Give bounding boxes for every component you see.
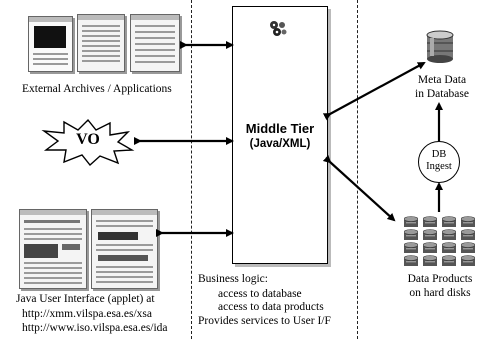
business-logic-heading: Business logic: xyxy=(198,273,268,285)
hard-disk-icon xyxy=(404,242,418,253)
hard-disk-icon xyxy=(423,216,437,227)
business-logic-data-products: access to data products xyxy=(218,301,324,313)
db-ingest-line1: DB xyxy=(431,149,447,160)
archive-screenshot-1 xyxy=(28,16,73,72)
business-logic-services: Provides services to User I/F xyxy=(198,315,331,327)
hard-disk-icon xyxy=(442,255,456,266)
external-archives-label: External Archives / Applications xyxy=(22,83,172,95)
java-ui-url-ida: http://www.iso.vilspa.esa.es/ida xyxy=(22,322,168,334)
data-products-label: Data Products on hard disks xyxy=(398,272,482,300)
hard-disk-icon xyxy=(423,255,437,266)
arrow-middle-disks xyxy=(322,155,396,222)
separator-left xyxy=(191,0,192,339)
java-ui-screenshot-1 xyxy=(19,209,87,289)
vo-label: VO xyxy=(76,131,100,148)
hard-disk-icon xyxy=(423,229,437,240)
database-label-line1: Meta Data xyxy=(417,74,467,86)
database-icon xyxy=(426,30,454,63)
arrow-middle-database xyxy=(322,62,426,121)
hard-disk-icon xyxy=(442,242,456,253)
vo-starburst-icon xyxy=(41,118,135,166)
data-products-line2: on hard disks xyxy=(409,287,471,299)
hard-disk-icon xyxy=(423,242,437,253)
hard-disk-icon xyxy=(404,216,418,227)
archive-screenshot-2 xyxy=(77,14,125,72)
database-label: Meta Data in Database xyxy=(411,73,473,101)
database-label-line2: in Database xyxy=(415,88,469,100)
middle-tier-subtitle: (Java/XML) xyxy=(249,138,311,150)
hard-disk-icon xyxy=(442,216,456,227)
hard-disk-icon xyxy=(461,229,475,240)
hard-disk-icon xyxy=(404,229,418,240)
hard-disk-icon xyxy=(442,229,456,240)
middle-tier-title: Middle Tier xyxy=(245,121,315,136)
db-ingest-line2: Ingest xyxy=(426,161,452,172)
java-ui-screenshot-2 xyxy=(91,209,158,289)
business-logic-database: access to database xyxy=(218,288,302,300)
hard-disk-icon xyxy=(461,242,475,253)
archive-screenshot-3 xyxy=(130,14,180,72)
hard-disk-icon xyxy=(461,255,475,266)
hard-disk-icon xyxy=(461,216,475,227)
hard-disk-icon xyxy=(404,255,418,266)
data-products-line1: Data Products xyxy=(407,273,473,285)
db-ingest-node: DB Ingest xyxy=(418,141,460,183)
middle-tier-box: Middle Tier (Java/XML) xyxy=(232,6,328,264)
java-ui-url-xsa: http://xmm.vilspa.esa.es/xsa xyxy=(22,308,152,320)
gears-icon xyxy=(270,21,287,36)
java-ui-title: Java User Interface (applet) at xyxy=(16,293,155,305)
